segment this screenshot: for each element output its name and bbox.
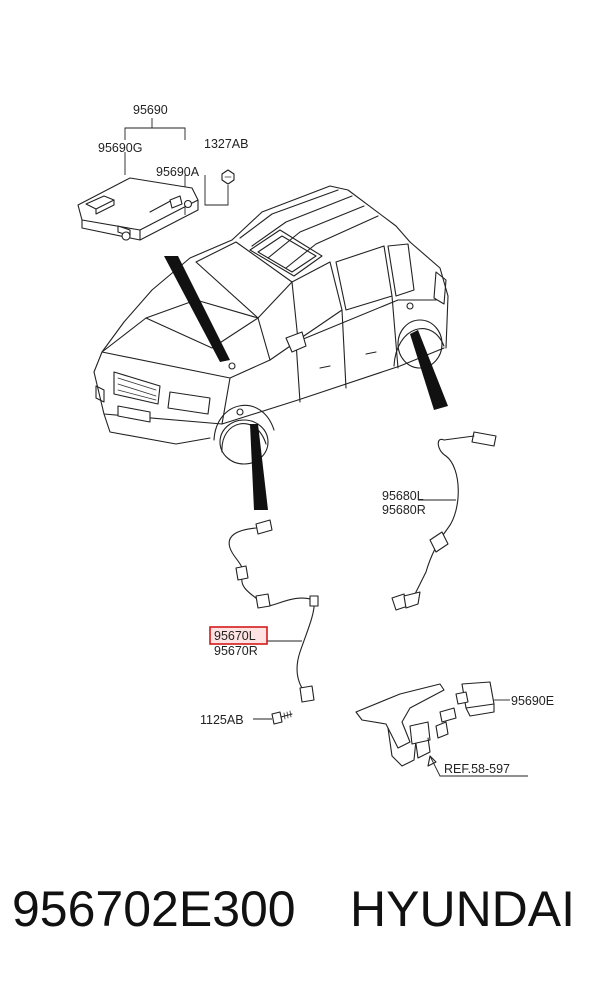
control-module-group — [77, 118, 235, 241]
label-95680l: 95680L — [382, 489, 424, 503]
brand-name: HYUNDAI — [350, 881, 576, 937]
bolt-1125ab — [253, 710, 293, 725]
control-module — [77, 177, 199, 241]
label-95670r: 95670R — [214, 644, 258, 658]
bracket-assembly — [355, 681, 528, 777]
rear-sensor-harness — [391, 431, 497, 611]
label-ref-58-597: REF.58-597 — [444, 762, 510, 776]
label-95680r: 95680R — [382, 503, 426, 517]
label-1125ab: 1125AB — [200, 713, 244, 727]
label-95670l: 95670L — [214, 629, 256, 643]
label-95690: 95690 — [133, 103, 168, 117]
pointer-wedges — [164, 256, 448, 510]
footer-caption: 956702E300 HYUNDAI — [0, 872, 600, 952]
label-95690e: 95690E — [511, 694, 554, 708]
callout-labels: 95690 95690G 95690A 1327AB 95680L 95680R… — [98, 103, 554, 776]
label-95690g: 95690G — [98, 141, 142, 155]
front-sensor-harness — [228, 519, 319, 703]
vehicle-drawing — [93, 185, 449, 465]
part-number: 956702E300 — [12, 881, 296, 937]
label-1327ab: 1327AB — [204, 137, 248, 151]
highlight-box-95670l — [209, 626, 268, 645]
nut-1327ab — [221, 169, 235, 185]
label-95690a: 95690A — [156, 165, 200, 179]
